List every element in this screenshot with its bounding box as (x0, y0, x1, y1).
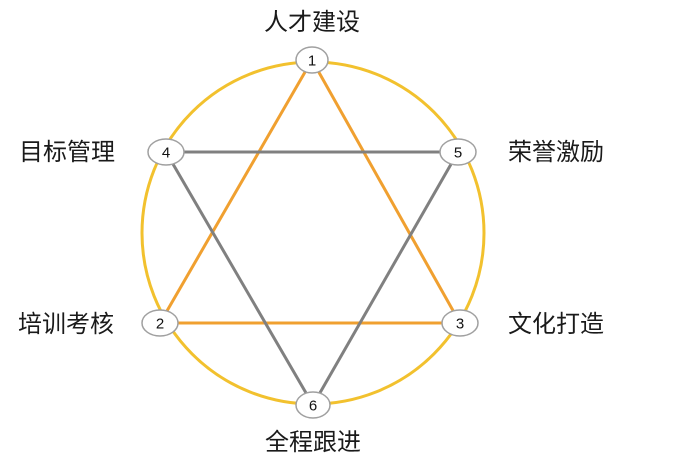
edge-1-2 (158, 59, 314, 324)
node-1: 1 (295, 46, 329, 74)
svg-text:5: 5 (454, 145, 462, 162)
node-3: 3 (441, 309, 479, 337)
svg-text:3: 3 (456, 316, 464, 333)
svg-text:2: 2 (156, 316, 164, 333)
edge-5-6 (311, 151, 460, 406)
label-node-4: 目标管理 (19, 138, 115, 166)
svg-text:6: 6 (309, 398, 317, 415)
label-node-5: 荣誉激励 (508, 138, 604, 166)
outer-circle (140, 60, 486, 406)
node-4: 4 (147, 138, 185, 166)
svg-text:1: 1 (308, 53, 316, 70)
edge-3-1 (310, 59, 462, 324)
node-6: 6 (295, 391, 331, 419)
node-5: 5 (439, 138, 477, 166)
svg-text:4: 4 (162, 145, 170, 162)
label-node-2: 培训考核 (18, 310, 114, 338)
label-node-1: 人才建设 (264, 8, 360, 36)
label-node-3: 文化打造 (508, 310, 604, 338)
label-node-6: 全程跟进 (265, 428, 361, 456)
node-2: 2 (141, 309, 179, 337)
edge-6-4 (164, 151, 315, 406)
